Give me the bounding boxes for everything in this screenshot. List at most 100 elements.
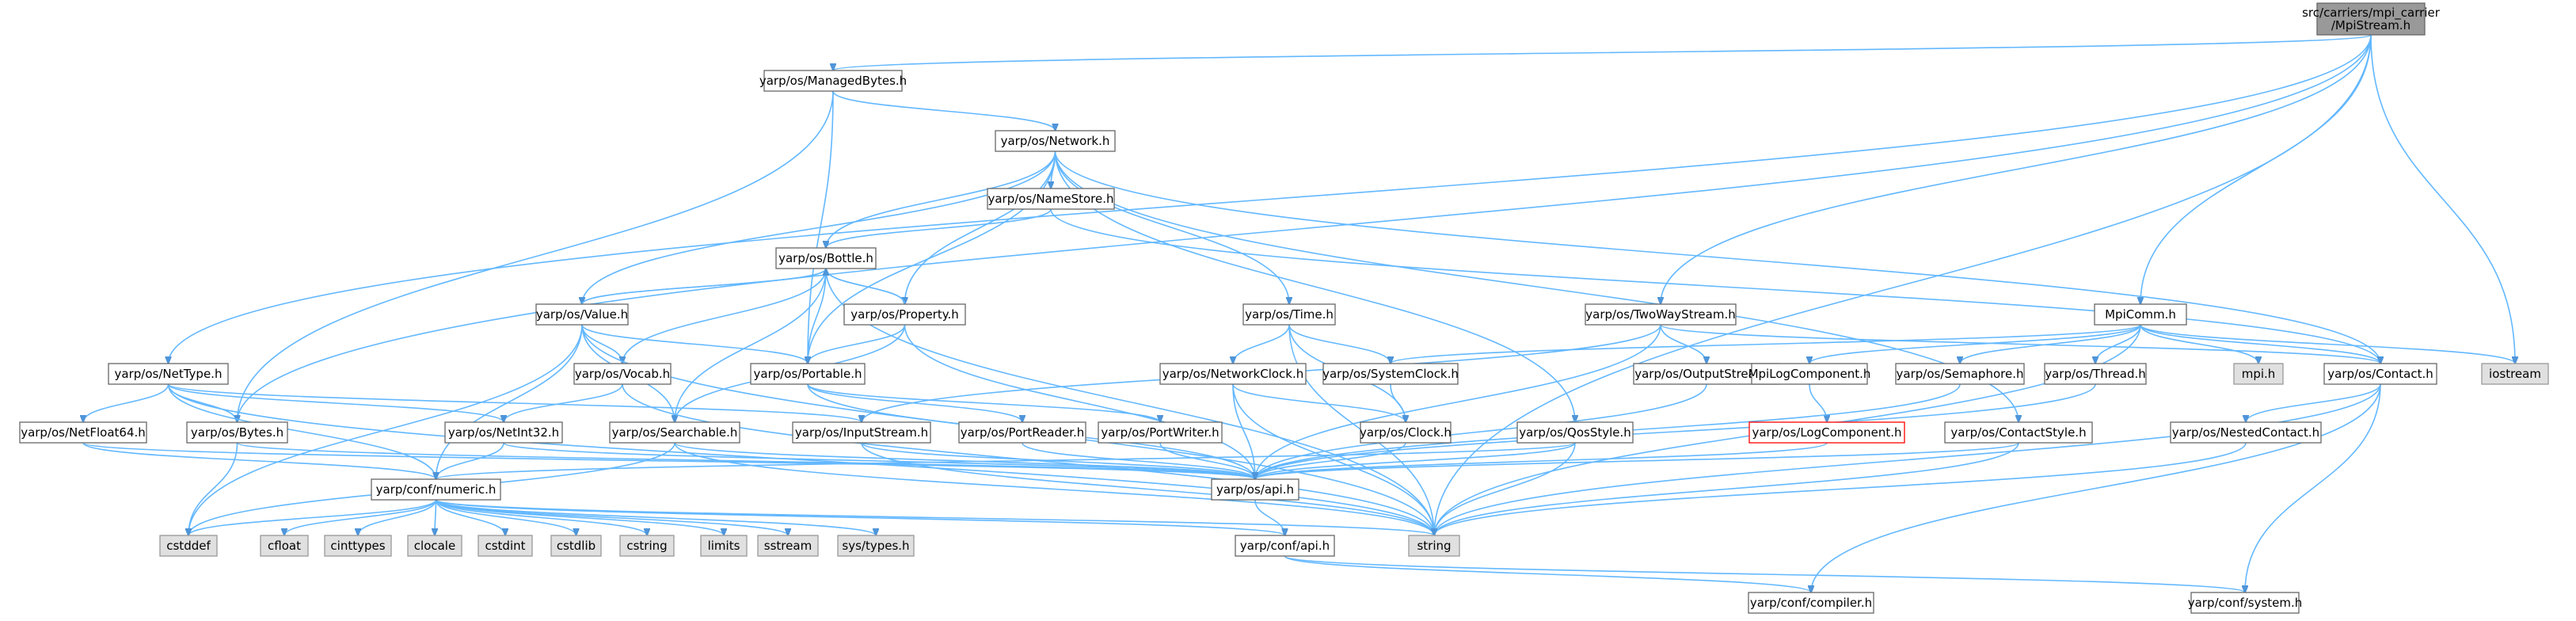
edge-netfloat-to-numeric <box>82 442 436 479</box>
node-searchable[interactable]: yarp/os/Searchable.h <box>609 421 740 444</box>
node-label-netclock: yarp/os/NetworkClock.h <box>1162 367 1304 381</box>
node-value[interactable]: yarp/os/Value.h <box>535 303 629 326</box>
edge-contactstyle-to-api <box>1255 442 2019 479</box>
node-system[interactable]: yarp/conf/system.h <box>2188 592 2303 614</box>
node-namestore[interactable]: yarp/os/NameStore.h <box>987 188 1115 210</box>
node-netint[interactable]: yarp/os/NetInt32.h <box>444 421 563 444</box>
node-box-system <box>2190 592 2300 614</box>
node-portable[interactable]: yarp/os/Portable.h <box>750 363 866 385</box>
edge-namestore-to-bottle <box>826 208 1052 248</box>
node-network[interactable]: yarp/os/Network.h <box>995 130 1116 152</box>
node-clock[interactable]: yarp/os/Clock.h <box>1360 421 1452 444</box>
node-portreader[interactable]: yarp/os/PortReader.h <box>958 421 1086 444</box>
node-box-cfloat <box>260 535 309 557</box>
node-label-mpicomm: MpiComm.h <box>2105 307 2176 322</box>
node-time[interactable]: yarp/os/Time.h <box>1242 303 1336 326</box>
node-logcomp[interactable]: yarp/os/LogComponent.h <box>1748 421 1905 444</box>
edge-nettype-to-netint <box>167 383 504 422</box>
node-box-mpicomm <box>2094 303 2187 326</box>
node-label-compiler: yarp/conf/compiler.h <box>1750 596 1872 610</box>
node-api[interactable]: yarp/os/api.h <box>1211 478 1299 501</box>
node-box-confapi <box>1235 535 1335 557</box>
node-box-network <box>995 130 1116 152</box>
node-label-value: yarp/os/Value.h <box>536 307 628 322</box>
edge-nettype-to-netfloat <box>83 383 169 422</box>
node-contact[interactable]: yarp/os/Contact.h <box>2323 363 2437 385</box>
edge-time-to-netclock <box>1233 324 1290 364</box>
edge-property-to-bottle <box>826 269 906 305</box>
node-netfloat[interactable]: yarp/os/NetFloat64.h <box>19 421 147 444</box>
node-semaphore[interactable]: yarp/os/Semaphore.h <box>1895 363 2025 385</box>
edge-numeric-to-cstring <box>435 499 648 535</box>
nodes-layer: src/carriers/mpi_carrier/MpiStream.hyarp… <box>19 2 2549 614</box>
node-instream[interactable]: yarp/os/InputStream.h <box>792 421 931 444</box>
node-cinttypes: cinttypes <box>324 535 392 557</box>
node-label-vocab: yarp/os/Vocab.h <box>575 367 670 381</box>
edge-bottle-to-searchable <box>675 268 827 422</box>
node-confapi[interactable]: yarp/conf/api.h <box>1235 535 1335 557</box>
node-compiler[interactable]: yarp/conf/compiler.h <box>1748 592 1874 614</box>
edge-property-to-api <box>904 324 1256 479</box>
edge-root-to-iostream <box>2370 34 2515 364</box>
node-label-contactstyle: yarp/os/ContactStyle.h <box>1950 425 2086 440</box>
node-box-qos <box>1516 421 1634 444</box>
node-label-portable: yarp/os/Portable.h <box>754 367 862 381</box>
edge-contact-to-compiler <box>1811 383 2381 592</box>
node-box-netfloat <box>19 421 147 444</box>
node-qos[interactable]: yarp/os/QosStyle.h <box>1516 421 1634 444</box>
edge-numeric-to-systypes <box>435 499 877 535</box>
node-nettype[interactable]: yarp/os/NetType.h <box>108 363 229 385</box>
node-iostream: iostream <box>2481 363 2549 385</box>
node-contactstyle[interactable]: yarp/os/ContactStyle.h <box>1944 421 2093 444</box>
node-portwriter[interactable]: yarp/os/PortWriter.h <box>1098 421 1223 444</box>
node-label-portwriter: yarp/os/PortWriter.h <box>1101 425 1219 440</box>
node-box-sysclock <box>1322 363 1459 385</box>
node-box-bottle <box>775 247 877 269</box>
node-label-limits: limits <box>708 539 740 553</box>
edge-managed-to-bytes <box>238 90 834 422</box>
edge-managed-to-network <box>832 90 1056 131</box>
edge-nested-to-string <box>1434 442 2247 535</box>
node-box-managed <box>763 70 903 92</box>
node-mpicomm[interactable]: MpiComm.h <box>2094 303 2187 326</box>
node-vocab[interactable]: yarp/os/Vocab.h <box>573 363 672 385</box>
edge-portable-to-portwriter <box>807 383 1160 422</box>
node-numeric[interactable]: yarp/conf/numeric.h <box>371 478 501 501</box>
edge-root-to-bytes <box>238 34 2372 422</box>
node-box-nettype <box>108 363 229 385</box>
node-bottle[interactable]: yarp/os/Bottle.h <box>775 247 877 269</box>
node-box-netint <box>444 421 563 444</box>
node-label-root: src/carriers/mpi_carrier <box>2302 6 2441 21</box>
edge-netclock-to-string <box>1232 383 1434 535</box>
node-label-numeric: yarp/conf/numeric.h <box>376 482 497 497</box>
edge-numeric-to-cfloat <box>284 499 437 535</box>
node-label-nested: yarp/os/NestedContact.h <box>2172 425 2319 440</box>
node-managed[interactable]: yarp/os/ManagedBytes.h <box>759 70 907 92</box>
node-mpilogcomp[interactable]: MpiLogComponent.h <box>1748 363 1871 385</box>
edge-searchable-to-string <box>674 442 1434 535</box>
node-label-managed: yarp/os/ManagedBytes.h <box>759 74 907 88</box>
edge-portable-to-portreader <box>807 383 1022 422</box>
edge-mpicomm-to-mpilogcomp <box>1809 324 2141 364</box>
node-twoway[interactable]: yarp/os/TwoWayStream.h <box>1585 303 1737 326</box>
node-box-semaphore <box>1895 363 2025 385</box>
edge-numeric-to-sstream <box>435 499 789 535</box>
node-nested[interactable]: yarp/os/NestedContact.h <box>2170 421 2322 444</box>
node-property[interactable]: yarp/os/Property.h <box>843 303 966 326</box>
node-thread[interactable]: yarp/os/Thread.h <box>2044 363 2147 385</box>
edge-bottle-to-vocab <box>622 268 827 364</box>
edge-nettype-to-numeric <box>167 383 436 479</box>
node-label-api: yarp/os/api.h <box>1216 482 1294 497</box>
node-netclock[interactable]: yarp/os/NetworkClock.h <box>1159 363 1307 385</box>
node-label-cstdlib: cstdlib <box>557 539 595 553</box>
edge-netclock-to-clock <box>1232 383 1406 422</box>
node-cstddef: cstddef <box>159 535 218 557</box>
edge-clock-to-api <box>1255 442 1406 479</box>
edge-searchable-to-api <box>674 442 1255 479</box>
node-sysclock[interactable]: yarp/os/SystemClock.h <box>1322 363 1459 385</box>
node-box-portwriter <box>1098 421 1223 444</box>
node-root[interactable]: src/carriers/mpi_carrier/MpiStream.h <box>2302 2 2441 36</box>
edge-mpicomm-to-iostream <box>2140 324 2515 364</box>
edge-mpilogcomp-to-logcomp <box>1809 383 1827 422</box>
node-bytes[interactable]: yarp/os/Bytes.h <box>186 421 288 444</box>
